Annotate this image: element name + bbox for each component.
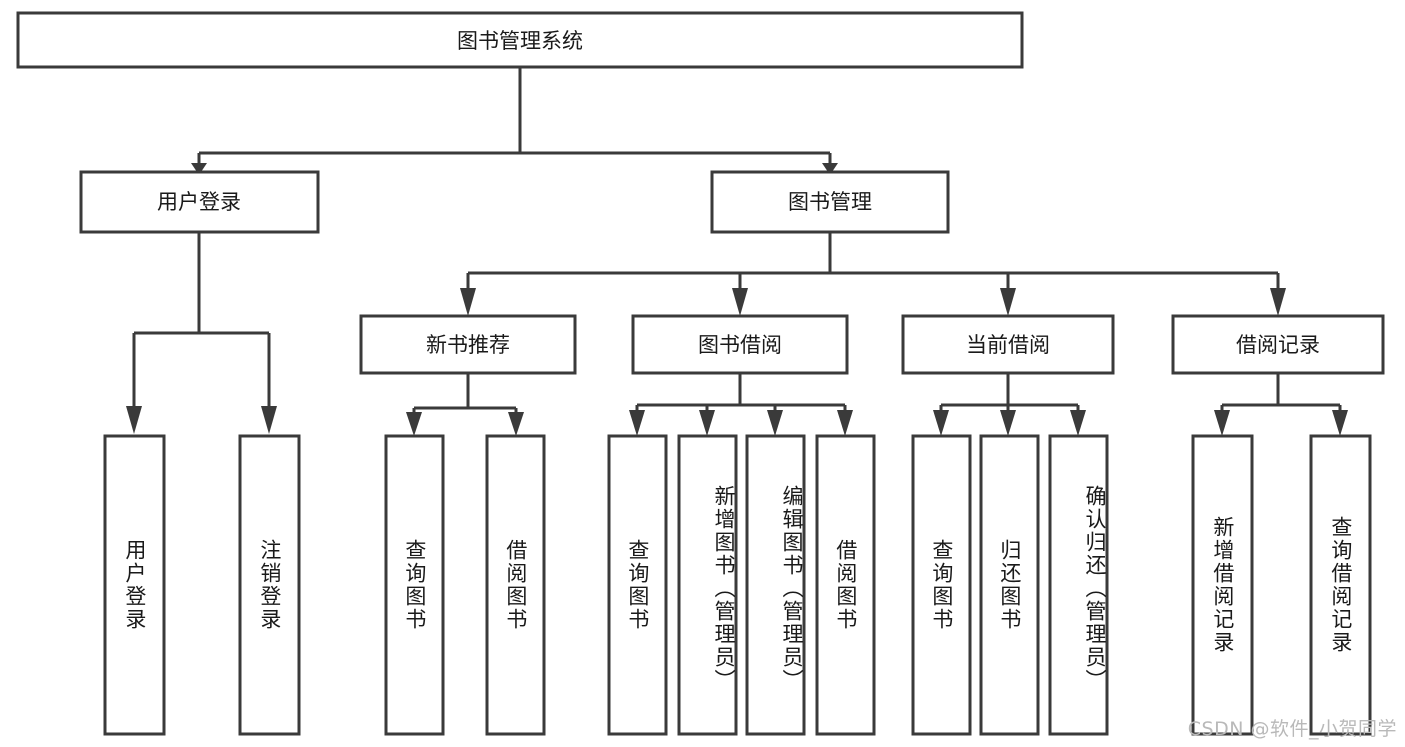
arrow-to-leaf-add-record	[1214, 410, 1230, 436]
node-book-management-box[interactable]	[710, 170, 950, 234]
arrow-to-leaf-return-book	[1000, 410, 1016, 436]
node-borrow-record-label: 借阅记录	[1236, 333, 1320, 357]
node-leaf-add-record-box[interactable]	[1191, 434, 1254, 736]
arrow-to-book-borrow	[732, 288, 748, 316]
node-leaf-add-book-box[interactable]	[677, 434, 738, 736]
arrow-to-leaf-user-login	[126, 406, 142, 434]
node-leaf-query-record-box[interactable]	[1309, 434, 1372, 736]
node-leaf-edit-book-box[interactable]	[745, 434, 806, 736]
node-book-borrow-label: 图书借阅	[698, 333, 782, 357]
watermark-label: CSDN @软件_小贺同学	[1187, 718, 1397, 740]
arrow-to-leaf-query-book-3	[933, 410, 949, 436]
arrow-to-leaf-query-book-2	[629, 410, 645, 436]
node-leaf-query-book-1-box[interactable]	[384, 434, 445, 736]
node-user-login-box[interactable]	[79, 170, 320, 234]
node-leaf-user-login-box[interactable]	[103, 434, 166, 736]
node-book-borrow[interactable]: 图书借阅	[631, 314, 849, 375]
arrow-to-leaf-add-book	[699, 410, 715, 436]
node-leaf-query-book-2-box[interactable]	[607, 434, 668, 736]
node-current-borrow-label: 当前借阅	[966, 333, 1050, 357]
connector-layer	[126, 67, 1348, 436]
node-leaf-logout-box[interactable]	[238, 434, 301, 736]
node-user-login-label: 用户登录	[157, 190, 241, 214]
arrow-to-new-book-recommend	[460, 288, 476, 316]
arrow-to-current-borrow	[1000, 288, 1016, 316]
node-leaf-borrow-book-1-box[interactable]	[485, 434, 546, 736]
node-borrow-record[interactable]: 借阅记录	[1171, 314, 1385, 375]
arrow-to-leaf-query-book-1	[406, 412, 422, 436]
node-root[interactable]: 图书管理系统	[16, 11, 1024, 69]
node-leaf-confirm-return-box[interactable]	[1048, 434, 1109, 736]
leaf-boxes-layer	[103, 434, 1372, 736]
node-new-book-recommend-label: 新书推荐	[426, 333, 510, 357]
node-user-login[interactable]: 用户登录	[79, 170, 320, 234]
arrow-to-leaf-logout	[261, 406, 277, 434]
node-current-borrow[interactable]: 当前借阅	[901, 314, 1115, 375]
arrow-to-leaf-confirm-return	[1070, 410, 1086, 436]
arrow-to-leaf-query-record	[1332, 410, 1348, 436]
node-root-box[interactable]	[16, 11, 1024, 69]
node-leaf-query-book-3-box[interactable]	[911, 434, 972, 736]
arrow-to-book-management	[822, 163, 838, 175]
node-borrow-record-box[interactable]	[1171, 314, 1385, 375]
node-current-borrow-box[interactable]	[901, 314, 1115, 375]
node-leaf-return-book-box[interactable]	[979, 434, 1040, 736]
node-book-management-label: 图书管理	[788, 190, 872, 214]
arrow-to-borrow-record	[1270, 288, 1286, 316]
node-leaf-borrow-book-2-box[interactable]	[815, 434, 876, 736]
node-new-book-recommend[interactable]: 新书推荐	[359, 314, 577, 375]
arrow-to-leaf-edit-book	[767, 410, 783, 436]
node-book-management[interactable]: 图书管理	[710, 170, 950, 234]
node-root-label: 图书管理系统	[457, 29, 583, 53]
node-new-book-recommend-box[interactable]	[359, 314, 577, 375]
arrow-to-leaf-borrow-book-1	[508, 412, 524, 436]
arrow-to-leaf-borrow-book-2	[837, 410, 853, 436]
arrow-to-user-login	[191, 163, 207, 175]
node-book-borrow-box[interactable]	[631, 314, 849, 375]
